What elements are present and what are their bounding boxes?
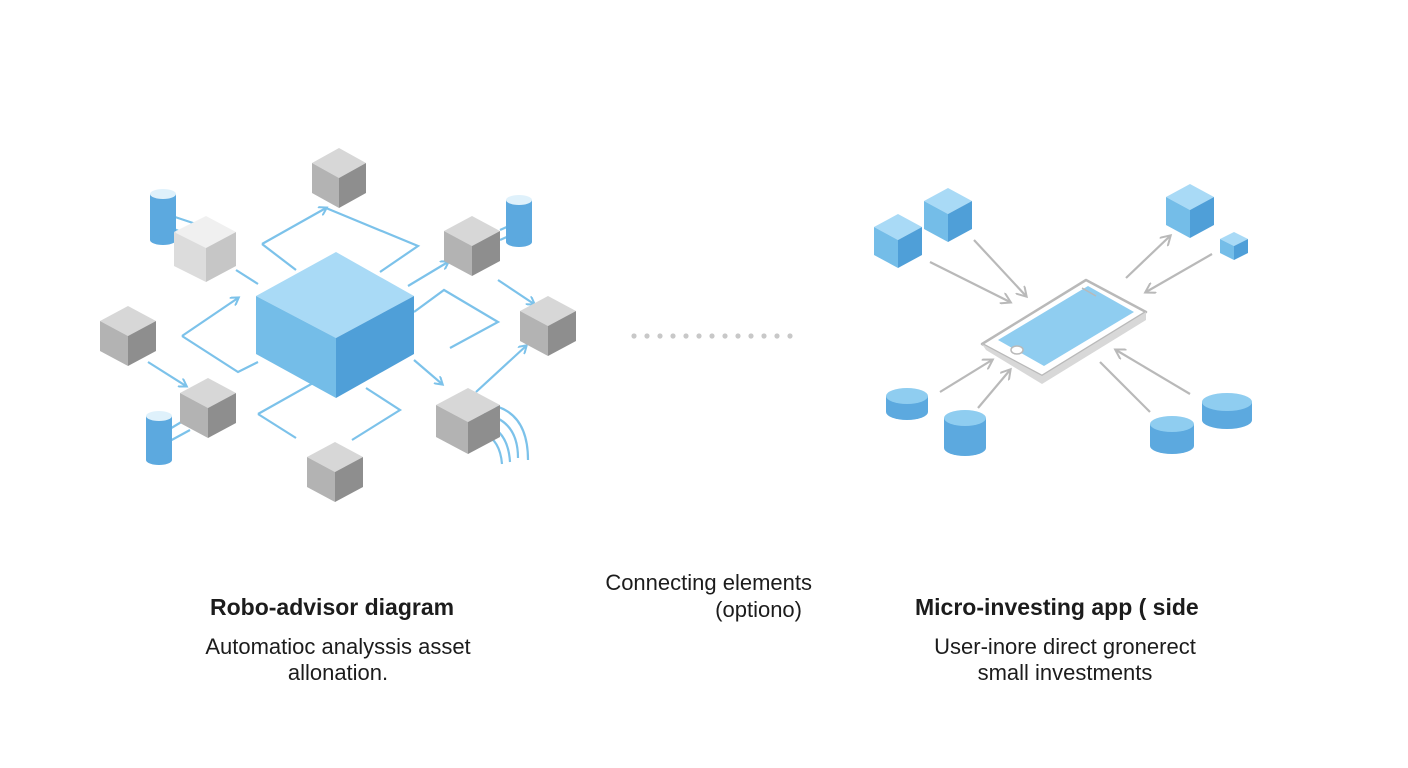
micro-investing-diagram bbox=[874, 184, 1252, 456]
database-cylinder bbox=[146, 411, 172, 465]
robo-advisor-description: Automatioc analyssis asset allonation. bbox=[188, 634, 488, 686]
coin-stack bbox=[886, 388, 928, 420]
coin-stack bbox=[944, 410, 986, 456]
data-node-cube bbox=[307, 442, 363, 502]
micro-investing-description: User-inore direct gronerect small invest… bbox=[905, 634, 1225, 686]
dotted-connector bbox=[631, 333, 793, 339]
micro-investing-title: Micro-investing app ( side bbox=[915, 594, 1199, 620]
investment-cube bbox=[1220, 232, 1248, 260]
data-node-cube bbox=[174, 216, 236, 282]
micro-desc-line: small investments bbox=[977, 660, 1153, 685]
data-node-cube bbox=[180, 378, 236, 438]
robo-desc-line: allonation. bbox=[287, 660, 389, 685]
coin-stack bbox=[1150, 416, 1194, 454]
connector-line: Connecting elements bbox=[605, 570, 812, 595]
coin-stack bbox=[1202, 393, 1252, 429]
connector-line: (optiono) bbox=[715, 597, 802, 622]
data-node-cube bbox=[312, 148, 366, 208]
investment-cube bbox=[1166, 184, 1214, 238]
central-processing-cube bbox=[256, 252, 414, 398]
robo-advisor-diagram bbox=[100, 148, 576, 502]
data-node-cube bbox=[444, 216, 500, 276]
micro-arrows bbox=[929, 236, 1213, 413]
robo-advisor-title: Robo-advisor diagram bbox=[210, 594, 455, 620]
data-node-cube bbox=[520, 296, 576, 356]
robo-desc-line: Automatioc analyssis asset bbox=[205, 634, 471, 659]
smartphone-icon bbox=[980, 278, 1148, 384]
database-cylinder bbox=[506, 195, 532, 247]
investment-cube bbox=[924, 188, 972, 242]
data-node-cube bbox=[100, 306, 156, 366]
micro-desc-line: User-inore direct gronerect bbox=[934, 634, 1196, 659]
robo-connection-lines bbox=[147, 208, 534, 465]
connecting-elements-label: Connecting elements (optiono) bbox=[590, 569, 812, 623]
data-node-cube bbox=[436, 388, 500, 454]
database-cylinder bbox=[150, 189, 176, 245]
investment-cube bbox=[874, 214, 922, 268]
